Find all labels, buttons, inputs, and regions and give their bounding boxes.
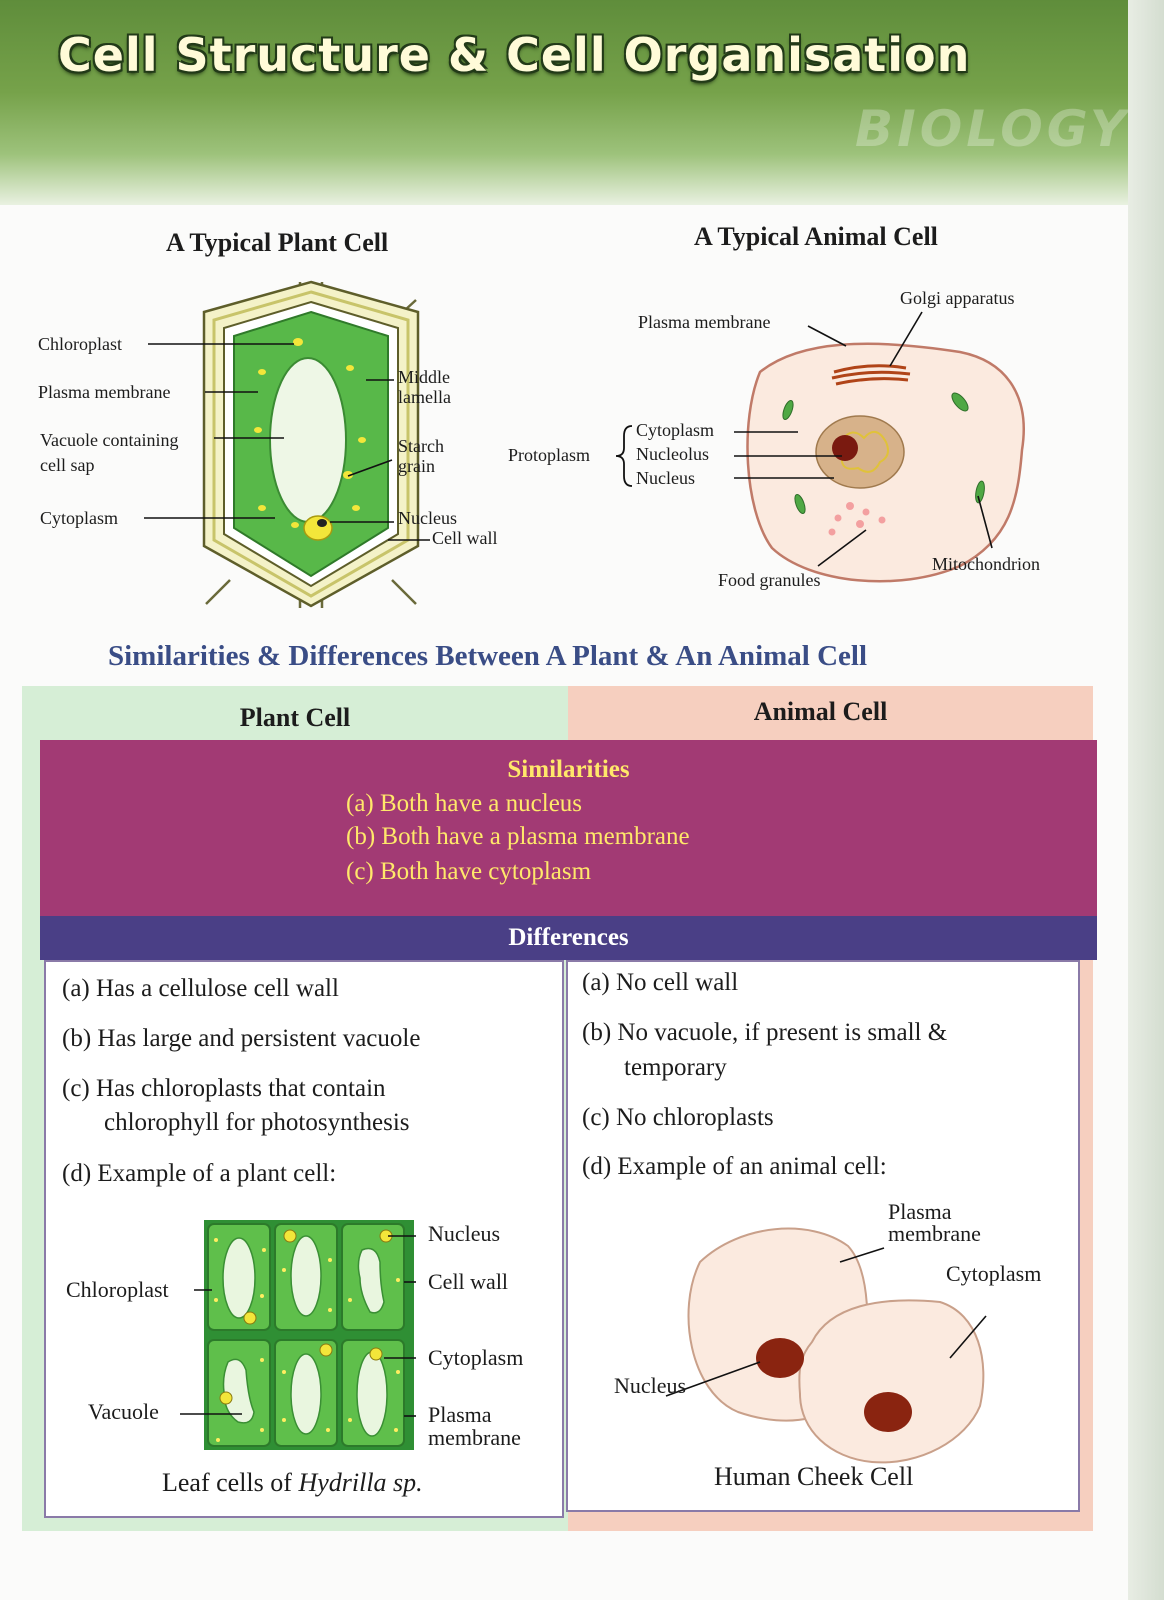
- plant-diff-b: (b) Has large and persistent vacuole: [62, 1025, 421, 1052]
- plant-label-plasma-membrane: Plasma membrane: [38, 382, 171, 402]
- cheek-label-nucleus: Nucleus: [614, 1373, 687, 1398]
- differences-title: Differences: [508, 924, 629, 951]
- subject-watermark: BIOLOGY: [855, 100, 1131, 158]
- plant-diff-c-line1: (c) Has chloroplasts that contain: [62, 1075, 386, 1102]
- plant-label-starch-line2: grain: [398, 456, 435, 476]
- leaf-caption: Leaf cells of Hydrilla sp.: [162, 1468, 423, 1498]
- plant-label-vacuole-line1: Vacuole containing: [40, 430, 179, 450]
- animal-diff-a: (a) No cell wall: [582, 969, 739, 996]
- animal-diff-b-line1: (b) No vacuole, if present is small &: [582, 1019, 948, 1046]
- similarity-item: (a) Both have a nucleus: [346, 790, 583, 817]
- leaf-label-plasma-line1: Plasma: [428, 1402, 492, 1427]
- plant-label-cell-wall: Cell wall: [432, 528, 498, 548]
- plant-cell-diagram: [144, 280, 430, 608]
- similarities-panel: Similarities (a) Both have a nucleus (b)…: [40, 740, 1097, 916]
- page-title: Cell Structure & Cell Organisation: [58, 28, 971, 82]
- differences-bar: Differences: [40, 916, 1097, 960]
- leaf-label-plasma-line2: membrane: [428, 1425, 521, 1450]
- animal-diff-b-line2: temporary: [624, 1054, 727, 1081]
- animal-label-food-granules: Food granules: [718, 570, 821, 590]
- page-edge: [1128, 0, 1164, 1600]
- animal-cell-title: A Typical Animal Cell: [694, 222, 938, 251]
- similarities-title: Similarities: [507, 756, 630, 783]
- animal-label-mitochondrion: Mitochondrion: [932, 554, 1040, 574]
- animal-label-plasma-membrane: Plasma membrane: [638, 312, 771, 332]
- plant-column-header: Plant Cell: [239, 703, 351, 732]
- plant-diff-c-line2: chlorophyll for photosynthesis: [104, 1109, 410, 1136]
- plant-diff-d: (d) Example of a plant cell:: [62, 1160, 337, 1187]
- similarity-item: (c) Both have cytoplasm: [346, 858, 592, 885]
- leaf-label-chloroplast: Chloroplast: [66, 1277, 169, 1302]
- animal-cell-diagram: [615, 311, 1025, 583]
- comparison-title: Similarities & Differences Between A Pla…: [108, 640, 868, 672]
- plant-label-nucleus: Nucleus: [398, 508, 457, 528]
- plant-diff-a: (a) Has a cellulose cell wall: [62, 975, 339, 1002]
- plant-label-cytoplasm: Cytoplasm: [40, 508, 119, 528]
- plant-label-middle-line2: lamella: [398, 387, 451, 407]
- leaf-caption-species: Hydrilla sp.: [298, 1468, 423, 1497]
- leaf-label-cell-wall: Cell wall: [428, 1269, 509, 1294]
- cheek-label-plasma-line1: Plasma: [888, 1199, 952, 1224]
- plant-label-starch-line1: Starch: [398, 436, 444, 456]
- animal-label-nucleus: Nucleus: [636, 468, 695, 488]
- animal-diff-c: (c) No chloroplasts: [582, 1104, 774, 1131]
- cheek-label-plasma-line2: membrane: [888, 1221, 981, 1246]
- animal-diff-d: (d) Example of an animal cell:: [582, 1153, 887, 1180]
- animal-label-cytoplasm: Cytoplasm: [636, 420, 715, 440]
- cheek-caption: Human Cheek Cell: [714, 1462, 914, 1491]
- similarity-item: (b) Both have a plasma membrane: [346, 823, 690, 850]
- animal-label-golgi: Golgi apparatus: [900, 288, 1015, 308]
- plant-label-chloroplast: Chloroplast: [38, 334, 122, 354]
- animal-label-nucleolus: Nucleolus: [636, 444, 709, 464]
- plant-cell-title: A Typical Plant Cell: [166, 228, 389, 257]
- animal-label-protoplasm: Protoplasm: [508, 445, 591, 465]
- leaf-label-nucleus: Nucleus: [428, 1221, 501, 1246]
- leaf-label-vacuole: Vacuole: [88, 1399, 159, 1424]
- plant-label-middle-line1: Middle: [398, 367, 450, 387]
- header-banner: Cell Structure & Cell Organisation BIOLO…: [0, 0, 1164, 205]
- plant-label-vacuole-line2: cell sap: [40, 455, 95, 475]
- leaf-caption-prefix: Leaf cells of: [162, 1468, 299, 1497]
- cell-diagrams: [144, 280, 1025, 608]
- leaf-label-cytoplasm: Cytoplasm: [428, 1345, 524, 1370]
- animal-column-header: Animal Cell: [753, 697, 888, 726]
- cheek-label-cytoplasm: Cytoplasm: [946, 1261, 1042, 1286]
